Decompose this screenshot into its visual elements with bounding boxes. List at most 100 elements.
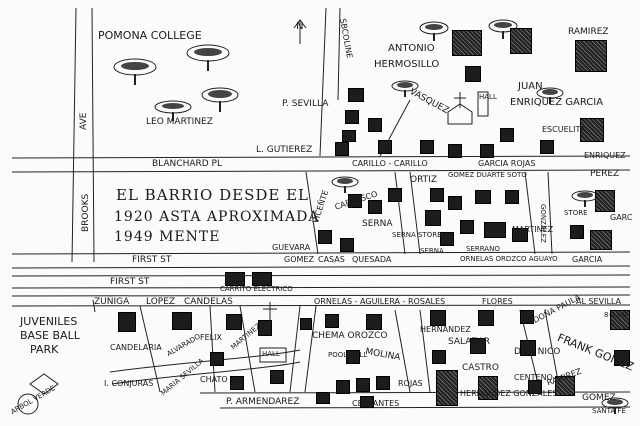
don-nico-label: DON NICO <box>514 347 561 357</box>
serna2-label: SERNA <box>420 247 444 255</box>
house <box>575 40 607 72</box>
cervantes-label: CERVANTES <box>352 399 400 408</box>
gomez2-label: GOMEZ <box>582 393 616 403</box>
tree-icon <box>535 85 565 109</box>
enriquez-label: ENRIQUEZ <box>584 151 626 160</box>
quesada-label: QUESADA <box>352 255 392 264</box>
house <box>346 350 360 364</box>
house <box>356 378 370 392</box>
house <box>226 314 242 330</box>
house <box>118 312 136 332</box>
rail-line-1 <box>11 274 631 277</box>
blanchard-pl-label: BLANCHARD PL <box>152 159 222 169</box>
north-label: N <box>296 21 304 32</box>
store-right-label: STORE <box>564 209 588 217</box>
house <box>230 376 244 390</box>
house <box>520 310 534 324</box>
first-st-label-2: FIRST ST <box>110 277 150 287</box>
house <box>366 314 382 330</box>
garc-label: GARC <box>610 213 633 222</box>
house <box>342 130 356 142</box>
house <box>570 225 584 239</box>
tree-icon <box>487 18 519 44</box>
house <box>348 88 364 102</box>
house <box>460 220 474 234</box>
gomez-label: GOMEZ <box>284 255 314 264</box>
ornelas-aguilera-rosales-label: ORNELAS - AGUILERA - ROSALES <box>314 297 446 306</box>
church-outline <box>447 103 473 125</box>
pomona-college-label: POMONA COLLEGE <box>98 29 202 42</box>
rail-line-2 <box>11 286 631 289</box>
juveniles-line-2: BASE BALL <box>20 329 80 342</box>
antonio-label: ANTONIO <box>388 43 435 54</box>
lopez-label: LOPEZ <box>146 297 176 307</box>
hernandez-label: HERNANDEZ <box>420 325 471 334</box>
juan-label: JUAN <box>518 81 543 92</box>
house <box>610 310 630 330</box>
rail-line-4 <box>11 304 631 307</box>
house <box>505 190 519 204</box>
house <box>540 140 554 154</box>
house <box>432 350 446 364</box>
hernandez-gonzales-label: HERNANDEZ GONZALES <box>460 389 558 398</box>
house <box>484 222 506 238</box>
candelas-label: CANDELAS <box>184 297 233 307</box>
house <box>580 118 604 142</box>
house <box>440 232 454 246</box>
house <box>478 376 498 400</box>
felix-label: FELIX <box>200 333 222 342</box>
ramirez-label: RAMIREZ <box>568 27 609 37</box>
house <box>520 340 536 356</box>
house <box>388 188 402 202</box>
rojas-label: ROJAS <box>398 379 423 388</box>
house <box>172 312 192 330</box>
house <box>475 190 491 204</box>
carillo-label: CARILLO - CARILLO <box>352 159 428 168</box>
hall-box-bottom <box>259 347 287 363</box>
house <box>528 380 542 394</box>
house <box>270 370 284 384</box>
ave-line-left <box>71 7 77 263</box>
candelaria-label: CANDELARIA <box>110 343 162 352</box>
bottom-street-line-2 <box>219 406 631 409</box>
hall-box-top <box>477 91 489 117</box>
p-armendarez-label: P. ARMENDAREZ <box>226 397 300 407</box>
i-conjuras-label: I. CONJURAS <box>104 379 154 388</box>
juveniles-line-3: PARK <box>30 343 59 356</box>
house <box>368 118 382 132</box>
brooks-label: BROOKS <box>81 193 91 232</box>
house <box>336 380 350 394</box>
house <box>555 376 575 396</box>
house <box>590 230 612 250</box>
house <box>595 190 615 212</box>
baseball-diamond <box>29 373 59 395</box>
ortiz-label: ORTIZ <box>410 175 437 185</box>
house <box>258 320 272 336</box>
house <box>436 370 458 406</box>
house <box>252 272 272 286</box>
house <box>448 196 462 210</box>
hall-top-label: HALL <box>479 93 497 101</box>
serna-store-label: SERNA STORE <box>392 231 442 239</box>
casas-label: CASAS <box>318 255 345 264</box>
house <box>448 144 462 158</box>
house <box>425 210 441 226</box>
house <box>345 110 359 124</box>
martinez-label: MARTINEZ <box>512 225 554 234</box>
house <box>348 194 362 208</box>
enriquez-garcia-label: ENRIQUEZ GARCIA <box>510 97 604 108</box>
tree-icon <box>153 98 193 126</box>
centeno-label: CENTENO <box>514 373 553 382</box>
house <box>512 228 528 242</box>
p-sevilla-label: P. SEVILLA <box>282 99 329 109</box>
house <box>318 230 332 244</box>
house <box>500 128 514 142</box>
flores-label: FLORES <box>482 297 513 306</box>
house <box>430 310 446 326</box>
guevara-label: GUEVARA <box>272 243 311 252</box>
gonzalez-col-label: GONZALEZ <box>539 204 547 243</box>
tree-icon <box>200 85 240 117</box>
salazar-label: SALAZAR <box>448 337 490 347</box>
pool-hall-label: POOL HALL <box>328 351 368 359</box>
first-st-label-1: FIRST ST <box>132 255 172 265</box>
